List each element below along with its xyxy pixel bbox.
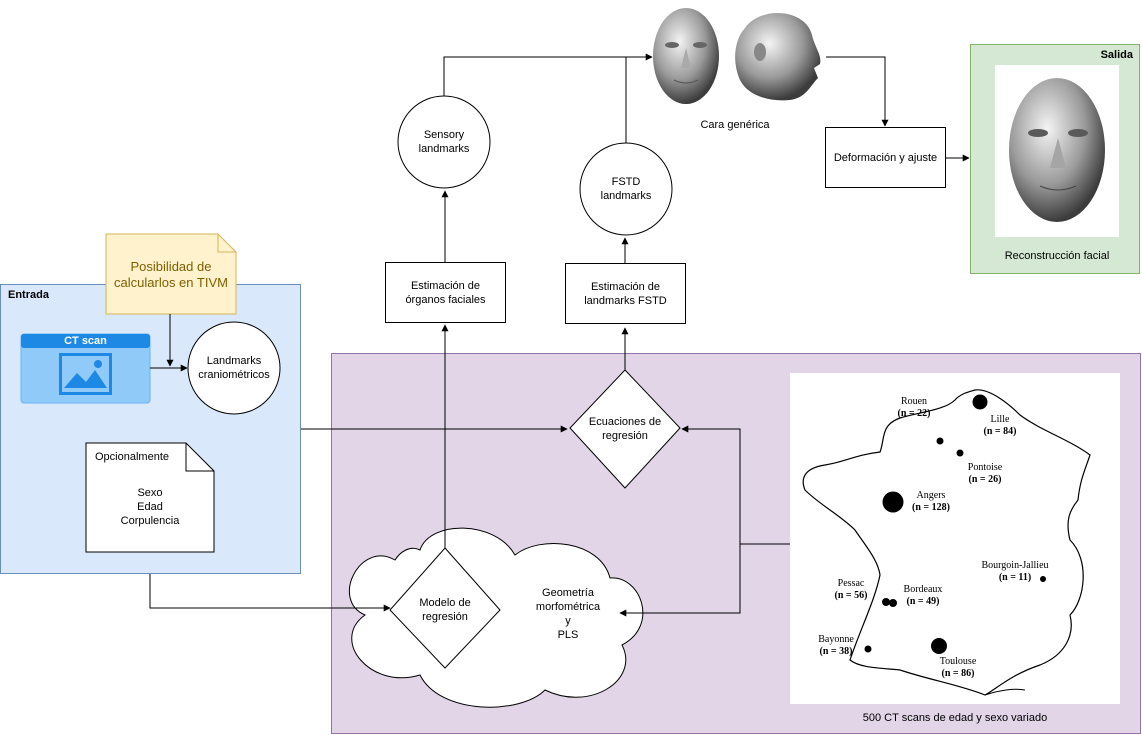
city-dot-bordeaux: [889, 599, 897, 607]
france-map: [790, 373, 1120, 704]
model-line-1: Modelo de: [419, 597, 471, 609]
city-dot-pontoise: [956, 449, 964, 457]
city-label-lille: Lille (n = 84): [975, 414, 1025, 438]
tivm-note-text: Posibilidad de calcularlos en TIVM: [106, 259, 236, 291]
city-label-bourgoin: Bourgoin-Jallieu (n = 11): [970, 560, 1060, 584]
city-count: (n = 22): [897, 408, 931, 419]
deformation-box: Deformación y ajuste: [825, 127, 946, 188]
output-panel-title: Salida: [1100, 49, 1133, 61]
city-dot-lille: [972, 394, 988, 410]
tivm-note-line-1: Posibilidad de: [130, 259, 212, 274]
fstd-estimation-line-2: landmarks FSTD: [584, 294, 667, 307]
fstd-line-1: FSTD: [611, 176, 641, 188]
optional-title: Opcionalmente: [95, 451, 169, 463]
city-name: Bourgoin-Jallieu: [981, 560, 1049, 571]
city-name: Pessac: [837, 578, 865, 589]
city-name: Lille: [990, 414, 1010, 425]
city-dot-bourgoin: [1040, 576, 1046, 582]
city-count: (n = 11): [998, 572, 1032, 583]
france-outline: [802, 389, 1091, 696]
optional-item-edad: Edad: [137, 501, 163, 513]
generic-face-profile: [735, 12, 821, 101]
craniometric-line-1: Landmarks: [206, 355, 262, 367]
facial-organs-line-1: Estimación de: [410, 279, 481, 292]
geometry-line-1: Geometría: [542, 587, 594, 599]
reconstructed-face: [1009, 78, 1105, 222]
city-dot-rouen: [936, 437, 944, 445]
tivm-note: [105, 233, 237, 315]
craniometric-line-2: craniométricos: [198, 369, 270, 381]
sensory-line-1: Sensory: [423, 129, 465, 141]
city-count: (n = 49): [906, 596, 940, 607]
city-count: (n = 38): [819, 646, 853, 657]
sensory-line-2: landmarks: [418, 143, 470, 155]
geometry-line-3: y: [565, 615, 571, 627]
city-count: (n = 26): [968, 474, 1002, 485]
city-count: (n = 84): [983, 426, 1017, 437]
geometry-label: Geometría morfométrica y PLS: [518, 586, 618, 642]
fstd-estimation-line-1: Estimación de: [590, 280, 661, 293]
regression-equations-label: Ecuaciones de regresión: [575, 415, 675, 443]
city-name: Angers: [916, 490, 946, 501]
model-line-2: regresión: [422, 611, 468, 623]
optional-document: [85, 442, 215, 553]
craniometric-landmarks-circle: [187, 321, 281, 415]
city-dot-toulouse: [931, 638, 947, 654]
optional-item-corpulencia: Corpulencia: [120, 515, 180, 527]
generic-face-caption: Cara genérica: [700, 119, 770, 131]
geometry-line-2: morfométrica: [535, 601, 601, 613]
sensory-landmarks-label: Sensory landmarks: [398, 128, 490, 156]
city-label-pessac: Pessac (n = 56): [828, 578, 874, 602]
geometry-line-4: PLS: [557, 629, 579, 641]
regression-model-label: Modelo de regresión: [395, 596, 495, 624]
tivm-note-line-2: calcularlos en TIVM: [114, 275, 228, 290]
input-panel-title: Entrada: [8, 289, 49, 301]
city-label-angers: Angers (n = 128): [902, 490, 960, 514]
city-name: Bayonne: [818, 634, 854, 645]
fstd-landmarks-label: FSTD landmarks: [580, 175, 672, 203]
facial-organs-estimation-box: Estimación de órganos faciales: [385, 262, 506, 323]
optional-item-sexo: Sexo: [137, 487, 163, 499]
dataset-caption: 500 CT scans de edad y sexo variado: [862, 712, 1048, 724]
city-name: Bordeaux: [903, 584, 943, 595]
city-count: (n = 86): [941, 668, 975, 679]
generic-face-front: [653, 8, 719, 104]
city-count: (n = 128): [912, 502, 950, 513]
city-dot-pessac: [882, 598, 890, 606]
city-name: Rouen: [900, 396, 928, 407]
ct-scan-label: CT scan: [64, 335, 107, 347]
facial-organs-line-2: órganos faciales: [405, 293, 486, 306]
fstd-line-2: landmarks: [600, 190, 652, 202]
city-name: Pontoise: [967, 462, 1003, 473]
equations-line-1: Ecuaciones de: [588, 416, 662, 428]
optional-items: Sexo Edad Corpulencia: [86, 486, 214, 528]
city-name: Toulouse: [939, 656, 977, 667]
city-label-rouen: Rouen (n = 22): [890, 396, 938, 420]
city-dot-bayonne: [864, 645, 872, 653]
city-label-pontoise: Pontoise (n = 26): [958, 462, 1012, 486]
equations-line-2: regresión: [602, 430, 648, 442]
fstd-estimation-box: Estimación de landmarks FSTD: [565, 263, 686, 324]
regression-model-diamond: [389, 547, 501, 669]
regression-equations-diamond: [569, 369, 681, 489]
city-label-bayonne: Bayonne (n = 38): [810, 634, 862, 658]
craniometric-landmarks-label: Landmarks craniométricos: [188, 354, 280, 382]
city-label-bordeaux: Bordeaux (n = 49): [897, 584, 949, 608]
city-dot-angers: [882, 491, 904, 513]
facial-reconstruction-caption: Reconstrucción facial: [1004, 250, 1110, 262]
city-label-toulouse: Toulouse (n = 86): [932, 656, 984, 680]
city-count: (n = 56): [834, 590, 868, 601]
